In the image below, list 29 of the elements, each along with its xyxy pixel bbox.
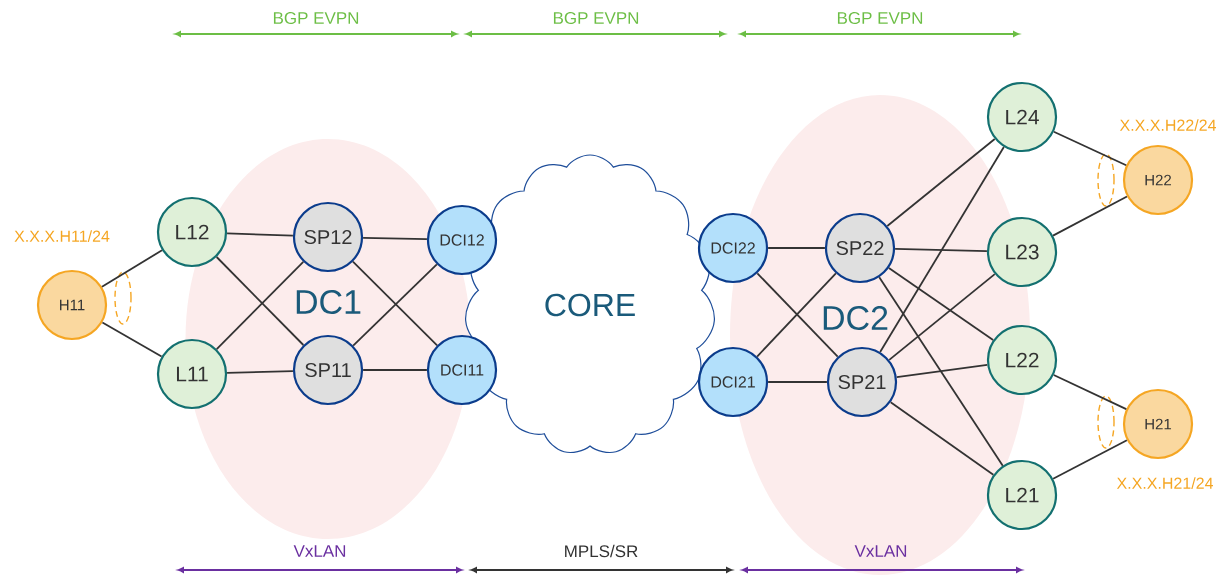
link-line [767,381,828,383]
link-line [1052,439,1128,480]
link-line [879,146,1005,353]
address-label: X.X.X.H21/24 [1116,477,1213,489]
protocol-label: VxLAN [293,545,346,557]
link-line [1052,195,1128,237]
protocol-label: BGP EVPN [553,12,639,25]
link-line [226,232,294,237]
address-label: X.X.X.H22/24 [1119,119,1216,131]
link-line [894,247,988,253]
link-line [888,267,995,341]
link-line [1052,130,1128,167]
link-line [767,247,826,249]
link-line [888,273,996,361]
protocol-label: MPLS/SR [565,544,638,558]
protocol-label: BGP EVPN [837,12,923,25]
link-line [226,370,294,374]
link-line [895,363,989,379]
link-line [362,236,428,241]
link-line [1052,374,1128,410]
link-line [878,276,1004,467]
link-line [886,138,996,227]
link-line [101,321,163,358]
protocol-label: BGP EVPN [273,12,359,25]
address-label: X.X.X.H11/24 [14,230,110,242]
link-line [101,249,163,288]
link-line [889,401,995,476]
protocol-label: VxLAN [854,545,907,557]
link-line [362,369,428,371]
